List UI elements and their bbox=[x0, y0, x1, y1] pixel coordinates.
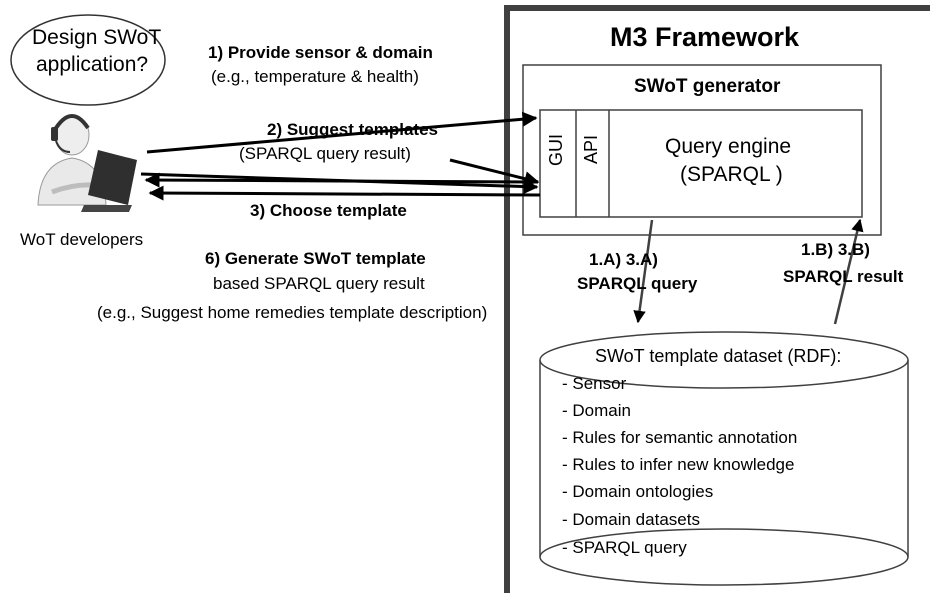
bubble-line-1: Design SWoT bbox=[32, 26, 162, 49]
arrow-choose bbox=[140, 172, 539, 195]
dataset-item: - Domain ontologies bbox=[562, 482, 714, 501]
dataset-item: - Sensor bbox=[562, 374, 627, 393]
swot-generator-title: SWoT generator bbox=[634, 76, 781, 97]
dataset-title: SWoT template dataset (RDF): bbox=[595, 346, 842, 366]
arrow-suggest bbox=[449, 158, 540, 187]
dataset-item: - Domain bbox=[562, 401, 631, 420]
arrow-provide bbox=[146, 111, 538, 154]
dataset-item: - Rules to infer new knowledge bbox=[562, 455, 795, 474]
api-label: API bbox=[581, 134, 601, 164]
dataset-cylinder bbox=[539, 331, 909, 586]
developer-label: WoT developers bbox=[20, 230, 144, 249]
query-step-label: 1.A) 3.A) bbox=[589, 250, 658, 269]
query-engine-sparql: (SPARQL ) bbox=[680, 163, 783, 186]
sparql-query-label: SPARQL query bbox=[577, 274, 698, 293]
step1-title: 1) Provide sensor & domain bbox=[208, 43, 433, 62]
m3-framework-border bbox=[504, 5, 930, 593]
gui-label: GUI bbox=[546, 133, 566, 166]
developer-person-icon bbox=[37, 114, 137, 212]
step6-title: 6) Generate SWoT template bbox=[205, 249, 426, 268]
components-box bbox=[539, 109, 863, 218]
dataset-item: - SPARQL query bbox=[562, 538, 687, 557]
sparql-result-label: SPARQL result bbox=[783, 267, 904, 286]
step2-detail: (SPARQL query result) bbox=[239, 144, 411, 163]
query-engine-label: Query engine bbox=[665, 135, 792, 158]
step1-detail: (e.g., temperature & health) bbox=[211, 67, 419, 86]
result-step-label: 1.B) 3.B) bbox=[801, 240, 870, 259]
step6-detail-1: based SPARQL query result bbox=[213, 274, 425, 293]
arrow-sparql-result bbox=[833, 218, 864, 325]
step6-detail-2: (e.g., Suggest home remedies template de… bbox=[97, 303, 488, 322]
arrow-sparql-query bbox=[633, 219, 654, 324]
step2-title: 2) Suggest templates bbox=[267, 120, 438, 139]
arrow-generate bbox=[148, 185, 541, 201]
speech-bubble bbox=[10, 14, 166, 106]
step3-title: 3) Choose template bbox=[250, 201, 407, 220]
bubble-line-2: application? bbox=[36, 53, 149, 76]
m3-framework-title: M3 Framework bbox=[610, 22, 800, 52]
dataset-item: - Domain datasets bbox=[562, 510, 700, 529]
dataset-item: - Rules for semantic annotation bbox=[562, 428, 798, 447]
